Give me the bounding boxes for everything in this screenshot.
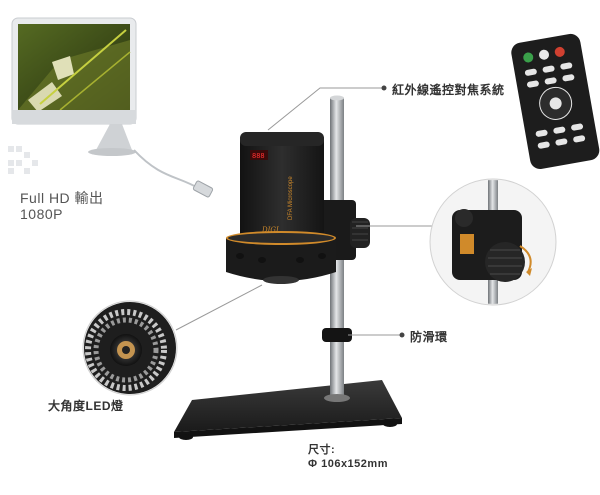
led-label: 大角度LED燈 <box>48 399 124 413</box>
callout-lines <box>175 85 432 338</box>
svg-text:888: 888 <box>252 152 265 160</box>
microscope-body: 888 DFA Microscope DIGI <box>226 132 336 284</box>
device-brand-text: DIGI <box>261 226 279 234</box>
size-title: 尺寸: <box>308 444 336 456</box>
decorative-dots <box>8 146 38 174</box>
monitor-icon <box>11 17 214 198</box>
remote-autofocus-label: 紅外線遙控對焦系統 <box>392 83 505 97</box>
led-detail-circle <box>82 300 178 396</box>
device-model-text: DFA Microscope <box>288 176 294 220</box>
microscope-base <box>174 380 402 440</box>
resolution-label: 1080P <box>20 206 63 222</box>
hdmi-output-label: Full HD 輸出 <box>20 190 104 206</box>
size-value: Φ 106x152mm <box>308 458 388 470</box>
focus-knob-detail-circle <box>429 178 557 306</box>
anti-slip-ring-part <box>322 328 352 342</box>
remote-control-icon <box>511 33 600 169</box>
anti-slip-ring-label: 防滑環 <box>410 330 448 344</box>
